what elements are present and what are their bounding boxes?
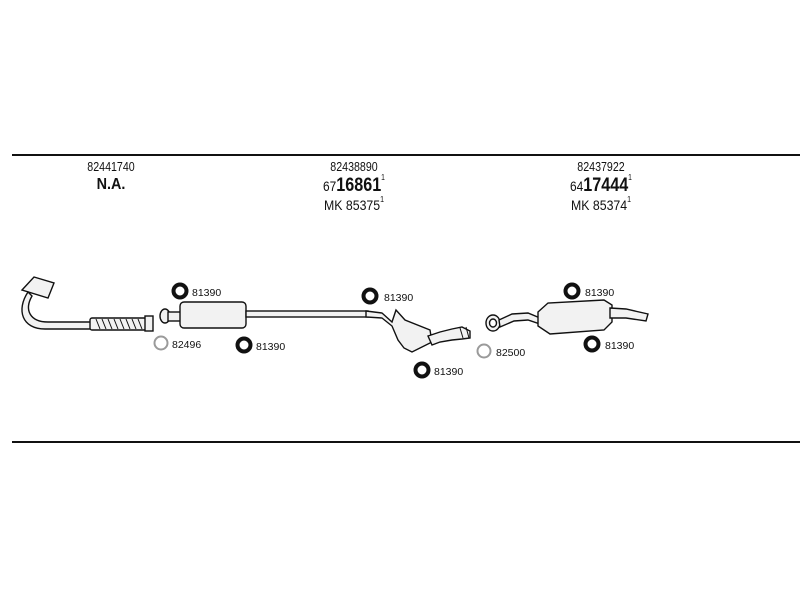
tailpipe: [609, 307, 649, 322]
rubber-ring-icon: [361, 287, 379, 305]
flex-braid: [95, 318, 143, 330]
center-section: [159, 301, 471, 353]
code-main: 16861: [336, 175, 382, 196]
callout-ring-81390-a: 81390: [171, 282, 221, 300]
header-group-front-pipe: 82441740 N.A.: [31, 159, 191, 194]
code-prefix: 67: [323, 178, 337, 194]
callout-ring-81390-d: 81390: [413, 361, 463, 379]
header-group-rear-muffler: 82437922 64174441 MK 853741: [521, 159, 681, 213]
availability-status: N.A.: [96, 176, 126, 193]
callout-label: 81390: [434, 366, 463, 378]
rubber-ring-icon: [563, 282, 581, 300]
downpipe: [21, 290, 93, 330]
header-group-center-section: 82438890 67168611 MK 853751: [274, 159, 434, 213]
reference-code: 64174441: [533, 173, 669, 197]
callout-label: 81390: [256, 341, 285, 353]
manifold-flange: [20, 276, 55, 299]
gasket-icon: [153, 335, 169, 351]
front-pipe-flange: [144, 315, 154, 332]
callout-label: 81390: [192, 287, 221, 299]
pipe-joint: [459, 326, 470, 339]
callout-ring-81390-e: 81390: [563, 282, 614, 300]
mk-number: 85375: [345, 197, 381, 213]
rear-section: [485, 299, 649, 335]
code-superscript: 1: [381, 173, 385, 182]
reference-code: 67168611: [286, 173, 422, 197]
callout-ring-81390-c: 81390: [361, 287, 413, 305]
mk-superscript: 1: [627, 195, 632, 204]
callout-gasket-82500: 82500: [476, 343, 525, 359]
front-muffler: [179, 301, 247, 329]
callout-label: 82500: [496, 347, 525, 359]
callout-label: 81390: [585, 287, 614, 299]
code-superscript: 1: [628, 173, 632, 182]
part-number: 82438890: [330, 159, 378, 174]
mk-number: 85374: [592, 197, 628, 213]
callout-gasket-82496: 82496: [153, 335, 201, 351]
part-number: 82437922: [577, 159, 625, 174]
rubber-ring-icon: [413, 361, 431, 379]
rubber-ring-icon: [171, 282, 189, 300]
rubber-ring-icon: [235, 336, 253, 354]
middle-pipe: [245, 310, 369, 318]
callout-ring-81390-b: 81390: [235, 336, 285, 354]
center-resonator: [365, 308, 433, 353]
rubber-ring-icon: [583, 335, 601, 353]
code-prefix: 64: [570, 178, 584, 194]
code-main: 17444: [583, 175, 629, 196]
mk-code: MK 853751: [284, 195, 425, 213]
mk-superscript: 1: [380, 195, 385, 204]
rear-inlet-bore: [488, 318, 498, 328]
callout-label: 81390: [384, 292, 413, 304]
part-number: 82441740: [87, 159, 135, 174]
top-rule: [12, 154, 800, 156]
connecting-pipe: [427, 326, 471, 346]
callout-label: 81390: [605, 340, 634, 352]
bottom-rule: [12, 441, 800, 443]
mk-label: MK: [570, 197, 590, 213]
mk-label: MK: [323, 197, 343, 213]
callout-ring-81390-f: 81390: [583, 335, 634, 353]
callout-label: 82496: [172, 339, 201, 351]
front-pipe: [20, 276, 154, 332]
rear-pipe: [498, 312, 541, 329]
rear-muffler: [537, 299, 613, 335]
mk-code: MK 853741: [531, 195, 672, 213]
gasket-icon: [476, 343, 492, 359]
